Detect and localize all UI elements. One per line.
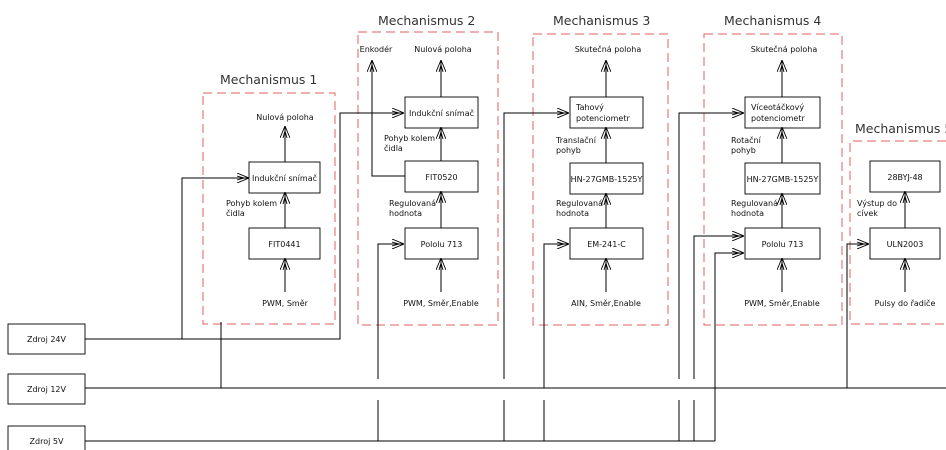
block-uln2003-label: ULN2003	[887, 240, 924, 249]
block-pololu713-2-label: Pololu 713	[421, 240, 463, 249]
mechanism-1-frame	[202, 92, 336, 325]
block-em241c-label: EM-241-C	[587, 240, 626, 249]
mech2-motion-label-2: čidla	[384, 143, 403, 153]
source-12v	[7, 373, 86, 405]
mech2-encoder-label: Enkodér	[360, 44, 393, 54]
block-pololu713-4	[744, 227, 821, 260]
mechanism-5-frame	[849, 140, 946, 325]
mech3-motion-label-2: pohyb	[556, 146, 581, 155]
block-multiturn-potentiometer-label-1: Víceotáčkový	[751, 102, 804, 112]
mech1-output-label: Nulová poloha	[256, 113, 314, 122]
block-hn27gmb-4-label: HN-27GMB-1525Y	[747, 175, 819, 184]
source-24v	[7, 323, 86, 355]
block-draw-wire-potentiometer-label-1: Tahový	[575, 103, 604, 112]
mech3-reg-label-1: Regulovaná	[556, 199, 603, 208]
mechanism-1-title: Mechanismus 1	[220, 72, 317, 87]
block-pololu713-2	[404, 227, 479, 260]
mech4-output-label: Skutečná poloha	[751, 44, 818, 54]
source-24v-label: Zdroj 24V	[27, 335, 67, 344]
mechanism-3-frame	[532, 33, 669, 326]
mechanism-4-title: Mechanismus 4	[724, 13, 821, 28]
mech3-motion-label-1: Translační	[555, 135, 597, 145]
power-lines	[85, 113, 946, 442]
block-fit0520	[404, 160, 479, 193]
mech2-input-label: PWM, Směr,Enable	[403, 299, 479, 308]
mech5-input-label: Pulsy do řadiče	[875, 298, 936, 308]
block-hn27gmb-3-label: HN-27GMB-1525Y	[571, 175, 643, 184]
source-12v-label: Zdroj 12V	[27, 385, 67, 394]
block-induction-sensor-2-label: Indukční snímač	[409, 108, 474, 118]
block-28byj48-label: 28BYJ-48	[887, 173, 922, 182]
block-multiturn-potentiometer-label-2: potenciometr	[751, 114, 805, 123]
block-draw-wire-potentiometer-label-2: potenciometr	[576, 114, 630, 123]
block-hn27gmb-4	[744, 162, 821, 195]
mech1-input-label: PWM, Směr	[262, 299, 309, 308]
mech4-motion-label-2: pohyb	[731, 146, 756, 155]
mech2-output-label: Nulová poloha	[414, 45, 472, 54]
block-induction-sensor-1-label: Indukční snímač	[252, 173, 317, 183]
mech5-coil-label-1: Výstup do	[857, 199, 897, 208]
block-draw-wire-potentiometer	[569, 96, 644, 129]
mechanism-5-title: Mechanismus 5	[855, 121, 946, 136]
mech4-reg-label-1: Regulovaná	[731, 199, 778, 208]
block-fit0520-label: FIT0520	[425, 173, 457, 182]
mech1-motion-label-1: Pohyb kolem	[226, 199, 277, 208]
mechanism-4-frame	[703, 33, 843, 326]
block-multiturn-potentiometer	[744, 96, 821, 129]
mech4-input-label: PWM, Směr,Enable	[744, 299, 820, 308]
mech1-motion-label-2: čidla	[226, 208, 245, 218]
mech2-reg-label-2: hodnota	[389, 209, 422, 218]
mech2-reg-label-1: Regulovaná	[389, 199, 436, 208]
block-induction-sensor-1	[248, 161, 321, 194]
mech5-coil-label-2: cívek	[857, 209, 878, 218]
block-fit0441-label: FIT0441	[268, 240, 300, 249]
source-5v-label: Zdroj 5V	[30, 437, 64, 446]
source-5v	[7, 425, 86, 450]
block-induction-sensor-2	[404, 96, 479, 129]
mech3-input-label: AIN, Směr,Enable	[571, 299, 641, 308]
block-28byj48	[869, 160, 941, 193]
mech4-reg-label-2: hodnota	[731, 209, 764, 218]
block-pololu713-4-label: Pololu 713	[762, 240, 804, 249]
mech3-reg-label-2: hodnota	[556, 209, 589, 218]
mechanism-2-frame	[357, 31, 499, 326]
mechanism-3-title: Mechanismus 3	[553, 13, 650, 28]
mech2-motion-label-1: Pohyb kolem	[384, 134, 435, 143]
mechanism-2-title: Mechanismus 2	[378, 13, 475, 28]
mech3-output-label: Skutečná poloha	[575, 44, 642, 54]
block-uln2003	[869, 227, 941, 260]
mech4-motion-label-1: Rotační	[731, 135, 762, 145]
block-em241c	[569, 227, 644, 260]
